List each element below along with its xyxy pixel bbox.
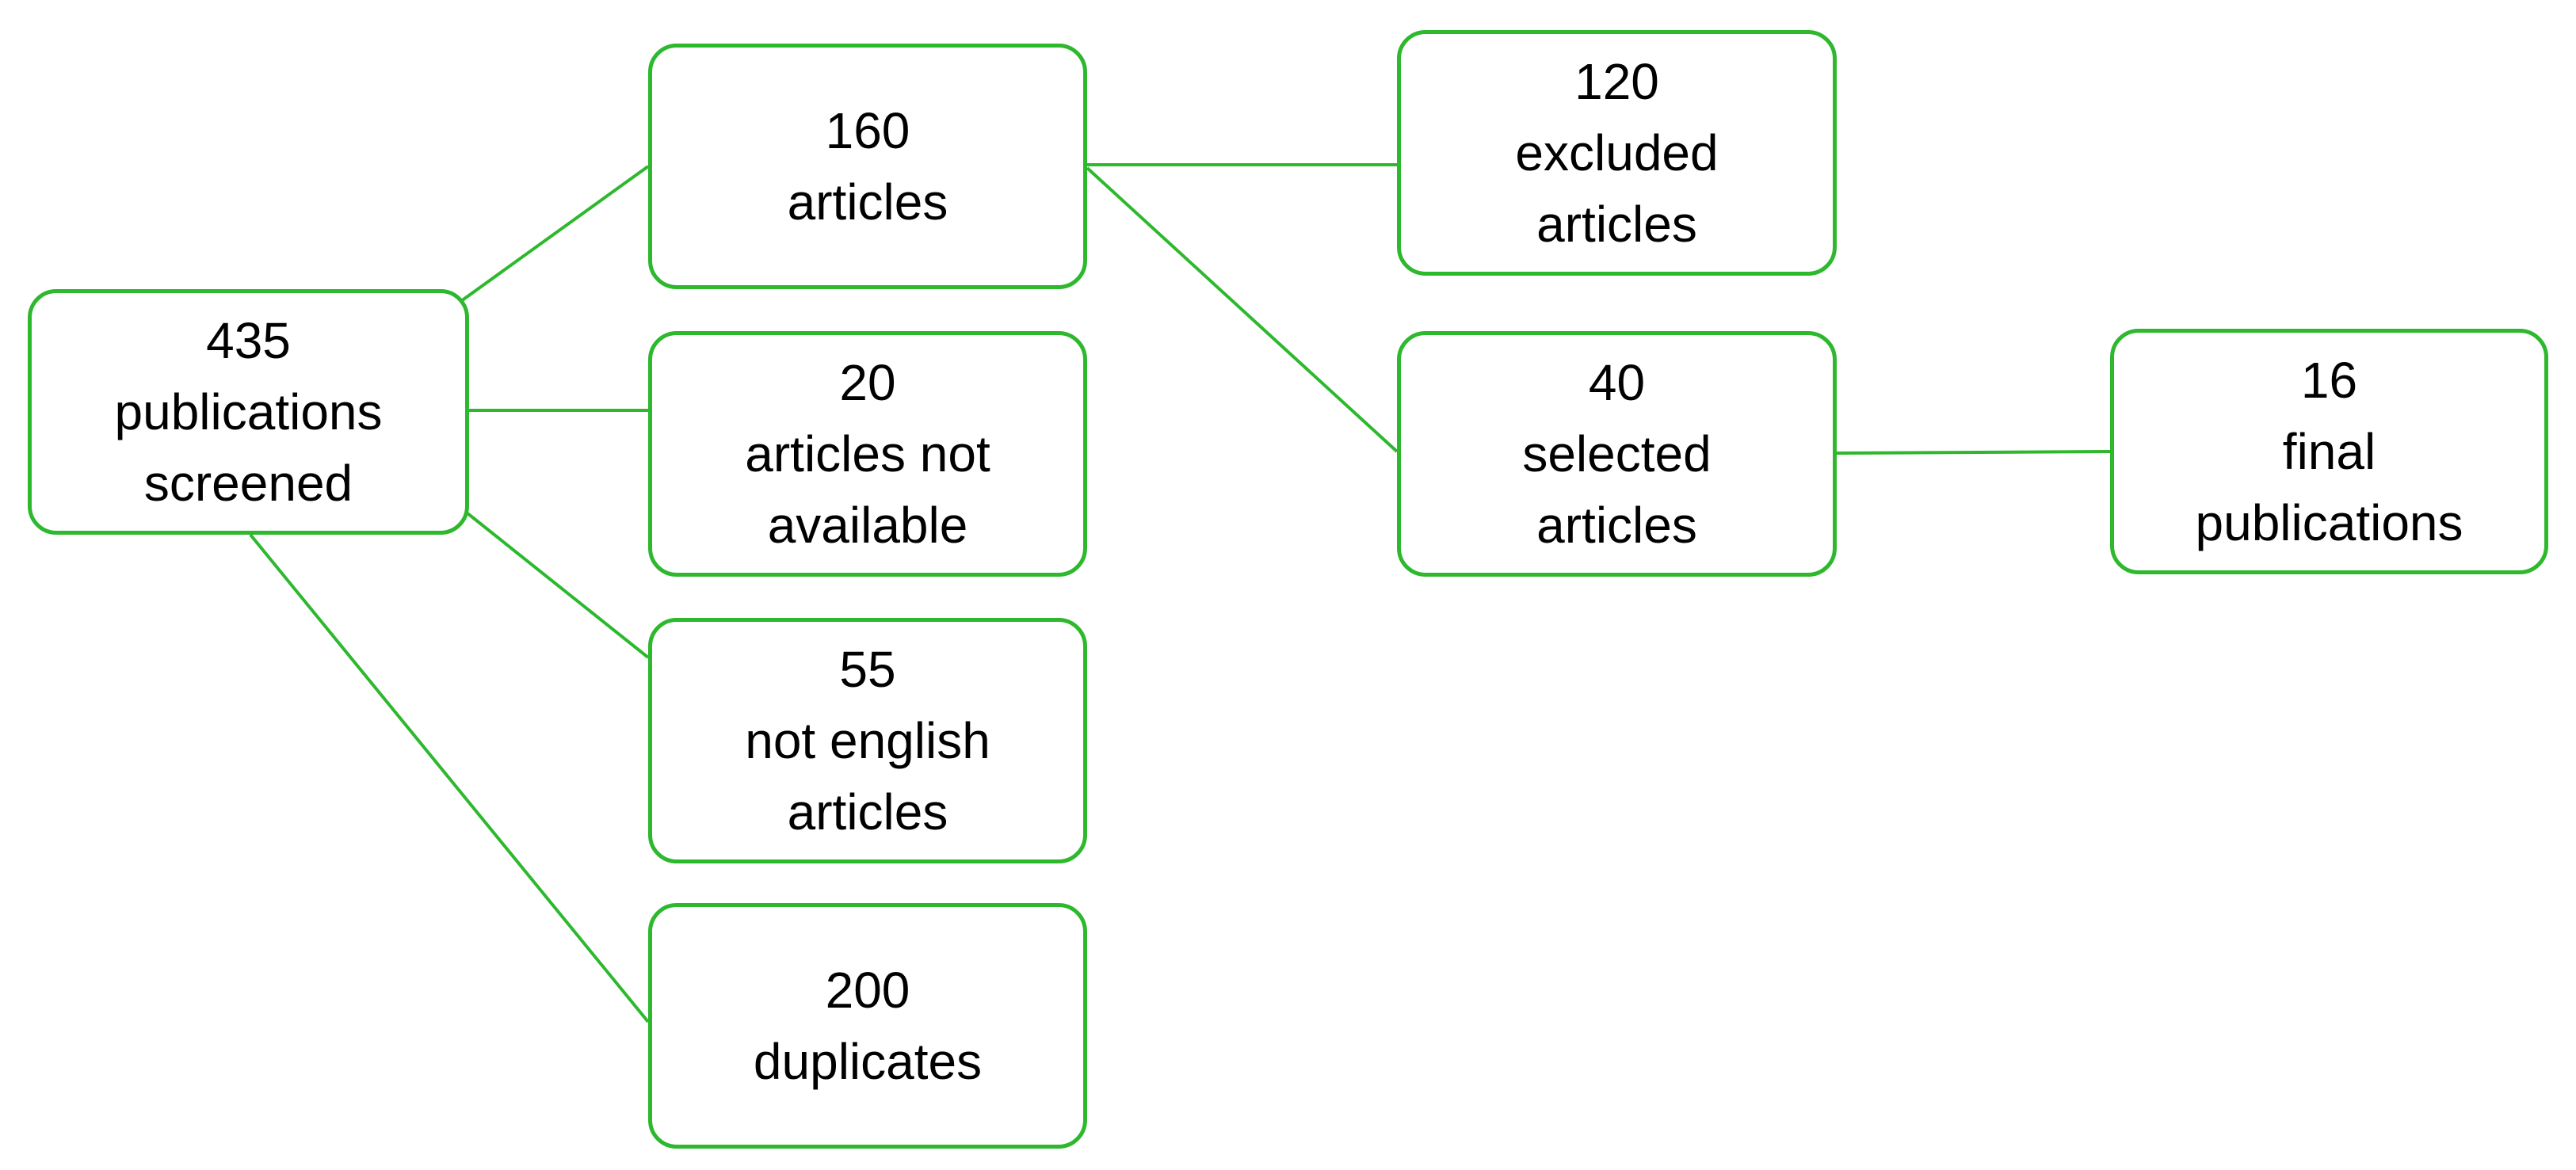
node-excluded-line-3: articles bbox=[1536, 196, 1697, 253]
node-screened-line-3: screened bbox=[143, 455, 353, 512]
node-excluded-articles: 120 excluded articles bbox=[1397, 30, 1837, 276]
node-screened-count: 435 bbox=[206, 312, 291, 369]
edge-selected-to-final bbox=[1836, 450, 2111, 455]
node-final-count: 16 bbox=[2300, 352, 2358, 409]
node-not-english-articles: 55 not english articles bbox=[648, 618, 1087, 863]
node-not-available-count: 20 bbox=[839, 354, 896, 411]
node-not-english-count: 55 bbox=[839, 641, 896, 698]
node-not-english-line-2: not english bbox=[745, 712, 990, 769]
node-duplicates-line-2: duplicates bbox=[753, 1033, 983, 1090]
edge-screened-to-duplicates bbox=[249, 533, 650, 1023]
node-articles: 160 articles bbox=[648, 44, 1087, 289]
node-articles-line-2: articles bbox=[787, 173, 948, 231]
edge-screened-to-articles bbox=[460, 165, 650, 303]
node-selected-line-2: selected bbox=[1522, 425, 1712, 482]
node-final-line-3: publications bbox=[2195, 494, 2463, 551]
node-not-available-line-3: available bbox=[767, 497, 968, 554]
edge-screened-to-not-english bbox=[466, 512, 650, 659]
node-not-english-line-3: articles bbox=[787, 783, 948, 840]
node-selected-line-3: articles bbox=[1536, 497, 1697, 554]
node-duplicates: 200 duplicates bbox=[648, 903, 1087, 1149]
node-final-publications: 16 final publications bbox=[2110, 329, 2548, 574]
node-excluded-count: 120 bbox=[1574, 53, 1659, 110]
node-articles-count: 160 bbox=[825, 102, 910, 159]
node-duplicates-count: 200 bbox=[825, 962, 910, 1019]
node-excluded-line-2: excluded bbox=[1515, 124, 1719, 181]
node-selected-count: 40 bbox=[1588, 354, 1646, 411]
node-selected-articles: 40 selected articles bbox=[1397, 331, 1837, 577]
node-screened-line-2: publications bbox=[114, 383, 383, 440]
node-not-available-line-2: articles not bbox=[745, 425, 990, 482]
edge-articles-to-selected bbox=[1086, 166, 1399, 453]
node-publications-screened: 435 publications screened bbox=[28, 289, 469, 535]
node-final-line-2: final bbox=[2282, 423, 2376, 480]
node-articles-not-available: 20 articles not available bbox=[648, 331, 1087, 577]
